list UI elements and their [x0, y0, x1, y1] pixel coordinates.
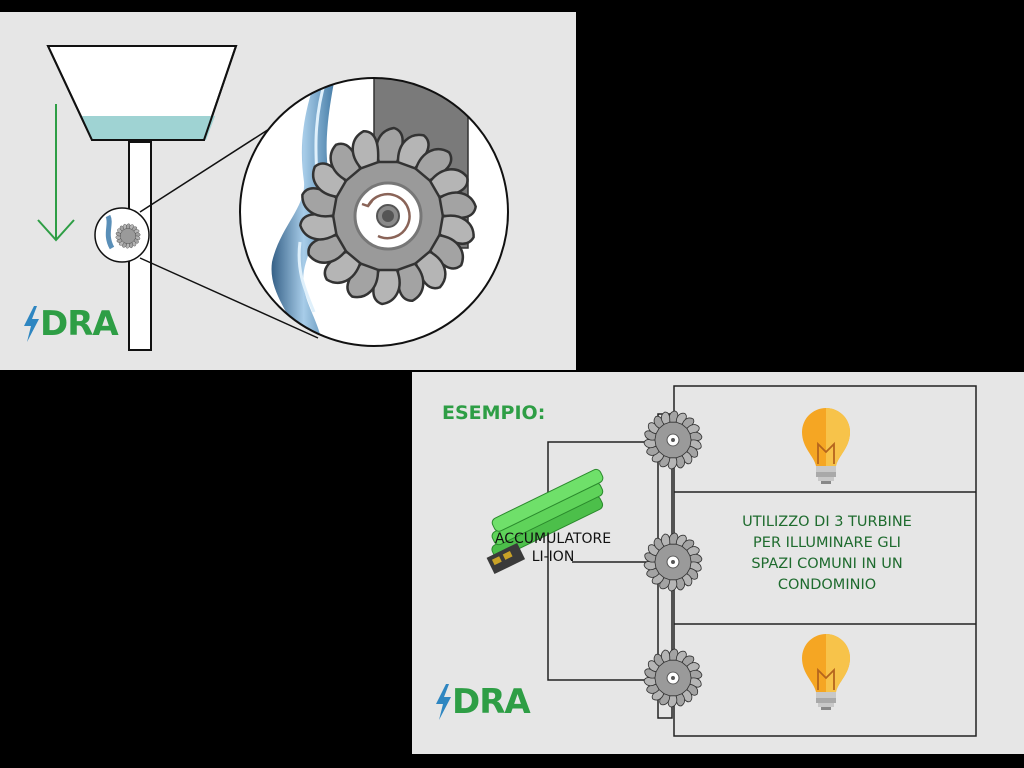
description-line: SPAZI COMUNI IN UN [751, 556, 903, 572]
accumulator-label: ACCUMULATORE LI-ION [478, 530, 628, 566]
description-line: CONDOMINIO [777, 577, 877, 593]
accumulator-label-line: LI-ION [531, 549, 575, 565]
turbine-diagram [37, 45, 509, 351]
turbine-icon [643, 410, 703, 470]
zoom-detail-circle [239, 77, 509, 347]
zoom-line-bottom [139, 257, 319, 339]
accumulator-label-line: ACCUMULATORE [494, 531, 612, 547]
example-description: UTILIZZO DI 3 TURBINE PER ILLUMINARE GLI… [712, 512, 942, 596]
idra-logo: DRA [22, 304, 119, 344]
idra-logo: DRA [434, 682, 531, 722]
lightning-icon [24, 306, 39, 342]
down-arrow-icon [37, 104, 75, 242]
turbine-icon [115, 223, 141, 249]
wiring-diagram [486, 385, 977, 737]
description-line: UTILIZZO DI 3 TURBINE [742, 514, 912, 530]
wires [547, 441, 658, 681]
description-line: PER ILLUMINARE GLI [753, 535, 901, 551]
logo-text: DRA [452, 682, 531, 722]
lightning-icon [436, 684, 451, 720]
logo-text: DRA [40, 304, 119, 344]
turbine-icon [643, 532, 703, 592]
turbine-icon [299, 126, 477, 306]
turbine-icon [643, 648, 703, 708]
example-heading: ESEMPIO: [442, 402, 546, 424]
lightbulb-icon [802, 408, 850, 484]
lightbulb-icon [802, 634, 850, 710]
battery-icon [486, 468, 604, 575]
example-panel: ESEMPIO: ACCUMULATORE LI-ION UTILIZZO DI… [412, 372, 1024, 754]
turbine-diagram-panel: DRA [0, 12, 576, 370]
water-level [82, 116, 215, 140]
